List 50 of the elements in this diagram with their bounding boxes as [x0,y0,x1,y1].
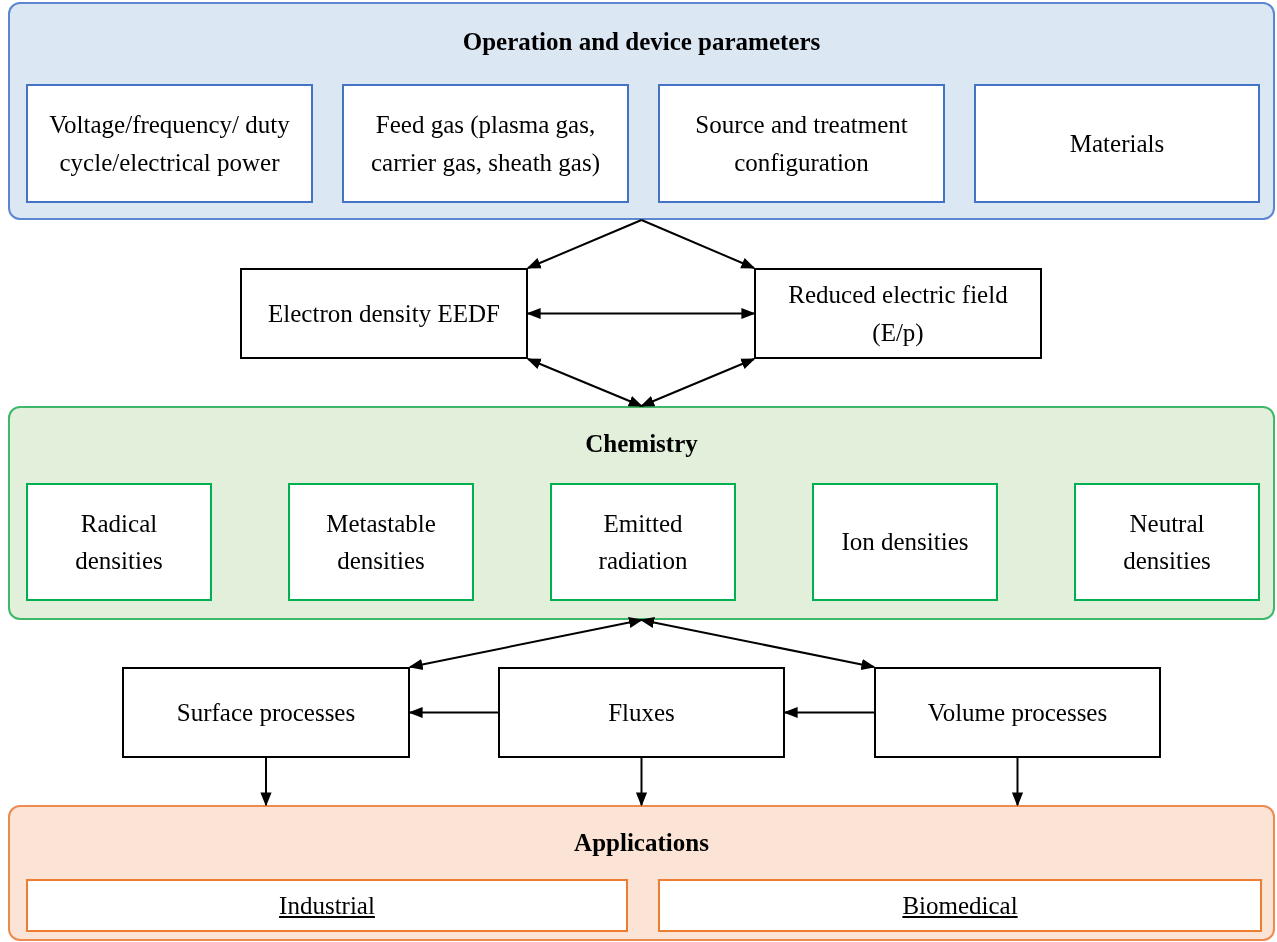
box-label: Volume processes [927,697,1108,728]
arrow [526,307,756,320]
group-panel [8,2,1275,220]
box-label: Fluxes [608,697,675,728]
arrow [260,757,272,807]
process-box [26,879,628,932]
box-label: Ion densities [841,527,969,558]
arrow [640,617,876,670]
panel-title: Operation and device parameters [461,27,822,57]
arrow [408,617,643,670]
process-box [974,84,1260,203]
box-label: Surface processes [176,697,356,728]
process-box [658,84,945,203]
group-panel [8,805,1275,941]
box-label: Neutral densities [1122,508,1212,576]
arrow [640,219,756,269]
arrow [408,706,499,719]
box-label: Biomedical [902,890,1018,921]
arrow [635,757,648,807]
box-label: Radical densities [74,508,164,576]
arrow [640,358,756,407]
process-box [1074,483,1260,601]
process-box [812,483,998,601]
process-box [342,84,629,203]
panel-title: Chemistry [584,429,699,459]
box-label: Reduced electric field (E/p) [787,280,1009,349]
process-box [658,879,1262,932]
box-label: Electron density EEDF [268,298,500,329]
box-label: Source and treatment configuration [694,110,909,178]
box-label: Metastable densities [325,508,437,576]
arrow [526,358,643,407]
group-panel [8,406,1275,620]
process-box [498,667,785,758]
arrow [1011,757,1024,807]
process-box [550,483,736,601]
arrow [783,706,875,719]
process-box [754,268,1042,359]
panel-title: Applications [573,828,710,858]
arrow [526,219,643,269]
box-label: Materials [1069,128,1165,159]
box-label: Industrial [279,890,375,921]
process-box [240,268,528,359]
box-label: Emitted radiation [597,508,689,576]
box-label: Voltage/frequency/ duty cycle/electrical power [48,110,291,178]
process-box [26,483,212,601]
process-box [26,84,313,203]
box-label: Feed gas (plasma gas, carrier gas, sheath gas) [369,110,602,178]
process-box [874,667,1161,758]
process-box [122,667,410,758]
process-box [288,483,474,601]
